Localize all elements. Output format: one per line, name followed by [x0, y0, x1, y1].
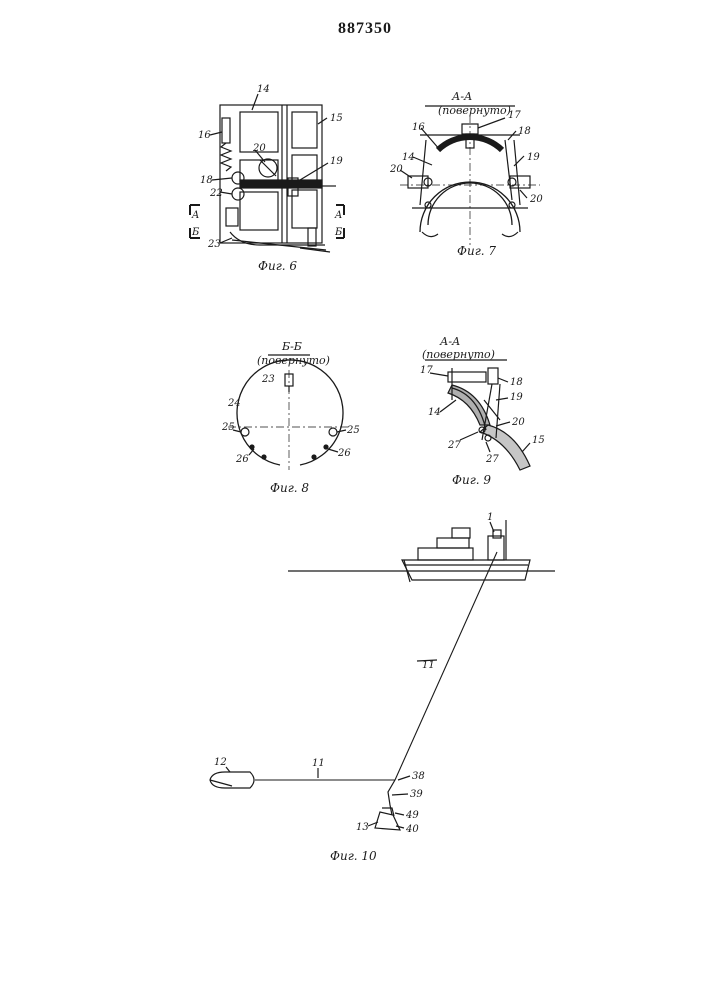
fig7-label-19: 19 — [527, 152, 540, 163]
fig7-label-20-left: 20 — [389, 164, 403, 175]
fig6-section-b-right: Б — [334, 227, 343, 238]
fig6-label-22: 22 — [209, 188, 223, 199]
fig9-label-17: 17 — [420, 365, 433, 376]
figure-10-drawing — [210, 520, 555, 830]
fig8-section-note: (повернуто) — [257, 354, 330, 367]
fig7-section-note: (повернуто) — [438, 104, 511, 117]
fig6-label-20: 20 — [252, 143, 266, 154]
fig6-label-18: 18 — [200, 175, 213, 186]
fig6-label-23: 23 — [207, 239, 221, 250]
fig8-caption: Фиг. 8 — [270, 481, 309, 495]
fig10-label-38: 38 — [412, 771, 425, 782]
fig10-label-12: 12 — [214, 757, 227, 768]
fig10-label-40: 40 — [405, 824, 419, 835]
fig9-label-15: 15 — [532, 435, 545, 446]
fig9-label-20: 20 — [511, 417, 525, 428]
fig8-label-25-left: 25 — [221, 422, 235, 433]
fig8-section-title: Б-Б — [281, 340, 302, 353]
fig10-caption: Фиг. 10 — [330, 849, 377, 863]
fig7-label-16: 16 — [412, 122, 425, 133]
fig7-label-17: 17 — [508, 110, 521, 121]
fig6-section-a-left: A — [191, 210, 199, 221]
fig6-section-b-left: Б — [191, 227, 200, 238]
fig6-caption: Фиг. 6 — [258, 259, 297, 273]
fig10-label-13: 13 — [356, 822, 369, 833]
fig9-label-18: 18 — [510, 377, 523, 388]
fig8-label-23: 23 — [261, 374, 275, 385]
fig8-label-24: 24 — [227, 398, 241, 409]
figure-8-drawing — [228, 355, 350, 470]
figure-6-drawing — [190, 94, 344, 252]
fig6-label-19: 19 — [330, 156, 343, 167]
fig9-label-14: 14 — [428, 407, 441, 418]
fig10-label-11-vertical: 11 — [422, 660, 435, 671]
fig7-label-14: 14 — [402, 152, 415, 163]
fig7-label-20-right: 20 — [529, 194, 543, 205]
fig6-label-14: 14 — [257, 84, 270, 95]
fig10-label-39: 39 — [410, 789, 423, 800]
fig9-section-note: (повернуто) — [422, 348, 495, 361]
fig6-section-a-right: A — [334, 210, 342, 221]
fig6-label-16: 16 — [198, 130, 211, 141]
fig7-section-title: А-А — [451, 90, 472, 103]
fig6-label-15: 15 — [330, 113, 343, 124]
fig10-label-49: 49 — [405, 810, 419, 821]
fig8-label-26-left: 26 — [235, 454, 249, 465]
fig10-label-1: 1 — [487, 512, 493, 523]
fig8-label-25-right: 25 — [346, 425, 360, 436]
fig9-section-title: А-А — [439, 335, 460, 348]
fig7-caption: Фиг. 7 — [457, 244, 496, 258]
fig10-label-11-horizontal: 11 — [312, 758, 325, 769]
fig7-label-18: 18 — [518, 126, 531, 137]
fig9-label-27-left: 27 — [447, 440, 461, 451]
fig9-caption: Фиг. 9 — [452, 473, 491, 487]
fig9-label-27-right: 27 — [485, 454, 499, 465]
fig9-label-19: 19 — [510, 392, 523, 403]
fig8-label-26-right: 26 — [337, 448, 351, 459]
